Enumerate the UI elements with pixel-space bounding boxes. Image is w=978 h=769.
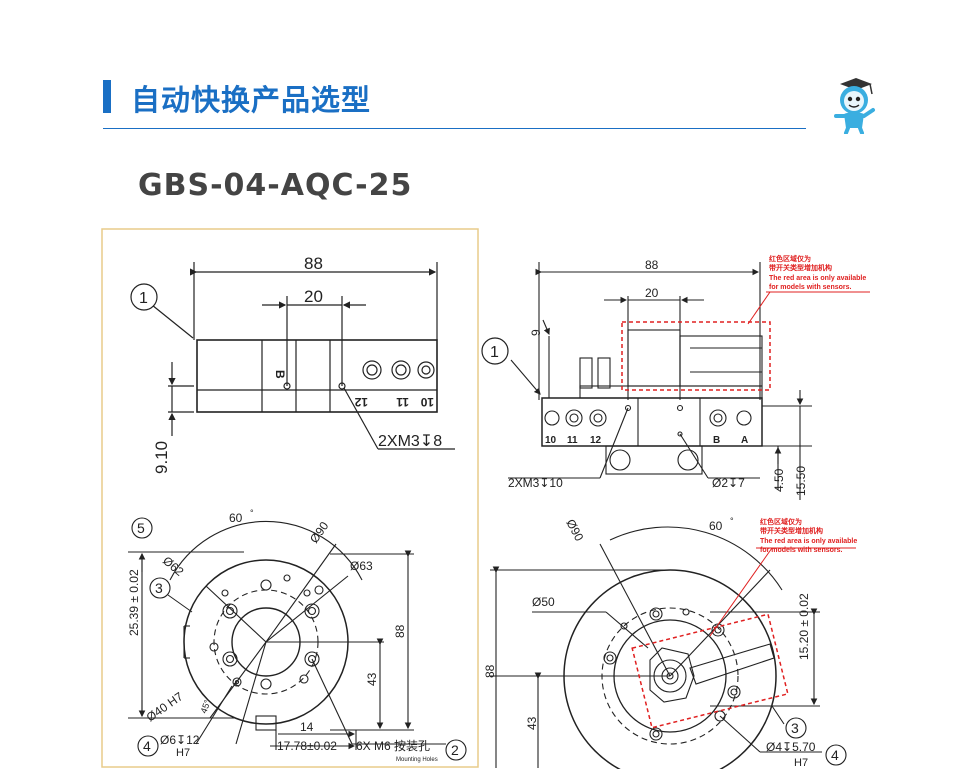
left-port-12: 12 [354,395,368,409]
right-dim-20: 20 [645,286,659,300]
title-underline [103,128,806,129]
right-sensor-note-top: 红色区域仅为 带开关类型增加机构 The red area is only av… [760,517,857,554]
right-letter-b: B [713,435,720,446]
right-top-dia-50: Ø50 [532,595,555,609]
svg-text:°: ° [250,508,254,518]
left-callout-1-label: 1 [139,290,148,307]
technical-drawing: 88 20 9.10 2XM3↧8 12 11 10 B 1 [101,228,870,769]
left-side-view [151,262,455,450]
left-dim-88: 88 [304,254,323,273]
sensor-note-top-en-1: The red area is only available [760,538,857,545]
left-top-pin-note: Ø6↧12 [160,733,200,747]
left-top-mount-en: Mounting Holes [396,757,438,763]
left-hole-note: 2XM3↧8 [378,433,442,450]
sensor-note-cn-2: 带开关类型增加机构 [769,263,832,272]
svg-text:°: ° [730,516,734,526]
sensor-note-en-1: The red area is only available [769,275,866,282]
left-top-view-text: 60 ° Ø90 Ø62 Ø63 Ø40 H7 25.39 ± 0.02 88 … [127,508,438,763]
right-port-11: 11 [567,435,578,446]
right-top-view [490,526,822,769]
left-top-dim-88: 88 [393,624,407,638]
callout-5: 5 [137,520,145,536]
left-top-dia-40: Ø40 H7 [144,689,186,724]
left-top-dim-17-78: 17.78±0.02 [277,739,337,753]
page-title: 自动快换产品选型 [131,83,372,117]
right-side-view [508,262,812,500]
sensor-note-en-2: for models with sensors. [769,284,852,291]
left-callout-1: 1 [130,283,158,311]
right-letter-a: A [741,435,748,446]
model-number: GBS-04-AQC-25 [138,168,413,203]
title-accent-bar [103,80,111,113]
right-dim-15-50: 15.50 [794,466,808,496]
right-dim-88: 88 [645,258,659,272]
right-callout-1-label: 1 [490,344,499,361]
right-top-pin-note: Ø4↧5.70 [766,740,816,754]
right-top-callouts: 3 4 [785,717,847,766]
left-top-dia-90: Ø90 [307,519,332,546]
sensor-note-top-en-2: for models with sensors. [760,547,843,554]
left-top-angle-60: 60 [229,511,243,525]
right-hole-note: 2XM3↧10 [508,476,563,490]
right-sensor-area-top [631,613,789,729]
right-top-dia-90: Ø90 [563,517,586,544]
right-top-dim-15-20: 15.20 ± 0.02 [797,593,811,660]
right-callout-1: 1 [481,337,509,365]
left-top-callouts: 5 3 4 2 [131,517,467,761]
left-top-dim-25: 25.39 ± 0.02 [127,569,141,636]
callout-3-left: 3 [155,580,163,596]
left-dim-20: 20 [304,287,323,306]
left-top-mount-note: 6X M6 按装孔 [356,739,430,753]
left-port-11: 11 [396,395,409,409]
left-top-dim-43: 43 [365,672,379,686]
left-dim-9-10: 9.10 [152,441,171,474]
left-top-pin-fit: H7 [176,747,190,759]
callout-2: 2 [451,742,459,758]
right-top-angle-60: 60 [709,519,723,533]
right-port-10: 10 [545,435,557,446]
left-top-dim-14: 14 [300,720,314,734]
callout-4-right: 4 [831,747,839,763]
left-top-dia-63: Ø63 [350,559,373,573]
callout-4-left: 4 [143,738,151,754]
left-top-view [128,520,446,750]
sensor-note-top-cn-2: 带开关类型增加机构 [760,526,823,535]
sensor-note-top-cn-1: 红色区域仅为 [760,517,802,526]
right-sensor-leader-side [747,291,771,325]
right-dim-4-50: 4.50 [772,468,786,492]
right-top-dim-88: 88 [483,664,497,678]
left-side-view-text: 88 20 9.10 2XM3↧8 12 11 10 B [152,254,442,474]
sensor-note-cn-1: 红色区域仅为 [769,254,811,263]
left-top-angle-45: 45° [198,698,212,715]
right-top-dim-43: 43 [525,716,539,730]
mascot-logo [834,78,875,134]
right-sensor-area-side [621,321,771,391]
left-top-dia-62: Ø62 [160,554,187,580]
right-sensor-note-side: 红色区域仅为 带开关类型增加机构 The red area is only av… [769,254,866,291]
left-port-10: 10 [420,395,434,409]
left-port-letter-b: B [273,370,287,379]
left-panel-frame [101,228,479,768]
right-port-12: 12 [590,435,602,446]
right-pin-note: Ø2↧7 [712,476,745,490]
right-side-view-text: 88 20 9 4.50 15.50 2XM3↧10 Ø2↧7 10 11 12… [508,258,808,496]
right-sensor-leader-top [709,547,773,637]
right-dim-9: 9 [529,329,543,336]
callout-3-right: 3 [791,720,799,736]
right-top-pin-fit: H7 [794,757,808,769]
